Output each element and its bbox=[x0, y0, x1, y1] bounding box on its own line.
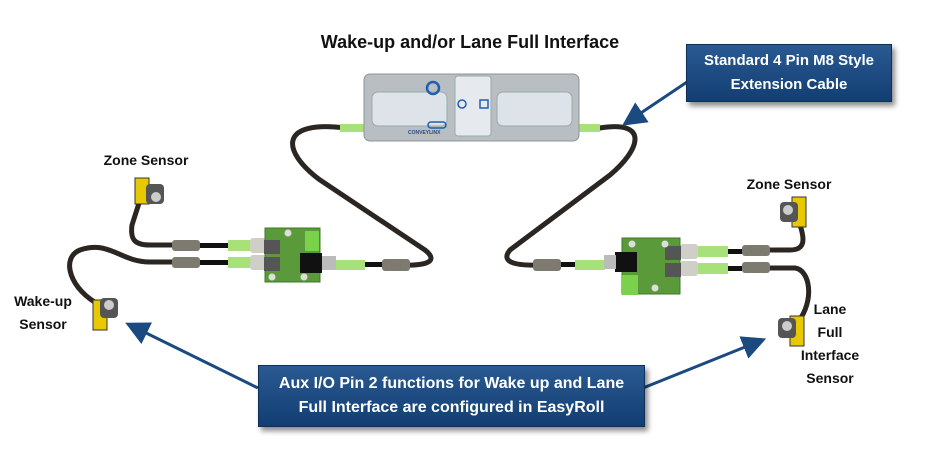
left-splitter-pcb bbox=[264, 227, 336, 283]
diagram-title: Wake-up and/or Lane Full Interface bbox=[320, 32, 620, 52]
label-line: Interface bbox=[800, 347, 860, 363]
lane-full-sensor-device bbox=[778, 315, 805, 347]
wake-up-sensor-label: Wake-up Sensor bbox=[8, 290, 78, 336]
label-line: Wake-up bbox=[14, 293, 72, 309]
left-connectors bbox=[172, 238, 410, 271]
right-lanefull-cable bbox=[767, 265, 812, 325]
right-zone-sensor-device bbox=[780, 196, 807, 228]
callout-line: Aux I/O Pin 2 functions for Wake up and … bbox=[278, 375, 625, 392]
left-wakeup-cable bbox=[67, 244, 175, 308]
left-zone-cable bbox=[129, 197, 175, 248]
right-zone-cable bbox=[767, 222, 806, 253]
label-line: Sensor bbox=[19, 316, 67, 332]
callout-line: Standard 4 Pin M8 Style bbox=[703, 52, 875, 69]
extension-cable-callout: Standard 4 Pin M8 Style Extension Cable bbox=[686, 44, 892, 102]
conveylinx-controller bbox=[340, 73, 600, 142]
wake-up-sensor-device bbox=[92, 298, 118, 331]
callout-line: Extension Cable bbox=[730, 76, 848, 93]
callout-line: Full Interface are configured in EasyRol… bbox=[298, 399, 605, 416]
label-line: Full bbox=[817, 324, 843, 340]
left-extension-cable bbox=[290, 124, 434, 268]
right-splitter-pcb bbox=[604, 237, 681, 295]
right-zone-sensor-label: Zone Sensor bbox=[746, 176, 832, 192]
label-line: Lane bbox=[813, 301, 847, 317]
right-extension-cable bbox=[504, 124, 638, 268]
callout-arrows bbox=[125, 78, 767, 390]
left-zone-sensor-device bbox=[134, 177, 164, 205]
lane-full-sensor-label: Lane Full Interface Sensor bbox=[790, 298, 870, 390]
aux-io-callout: Aux I/O Pin 2 functions for Wake up and … bbox=[258, 365, 645, 427]
left-zone-sensor-label: Zone Sensor bbox=[103, 152, 189, 168]
right-connectors bbox=[533, 244, 770, 276]
device-brand: CONVEYLINX bbox=[408, 130, 441, 136]
label-line: Sensor bbox=[806, 370, 854, 386]
